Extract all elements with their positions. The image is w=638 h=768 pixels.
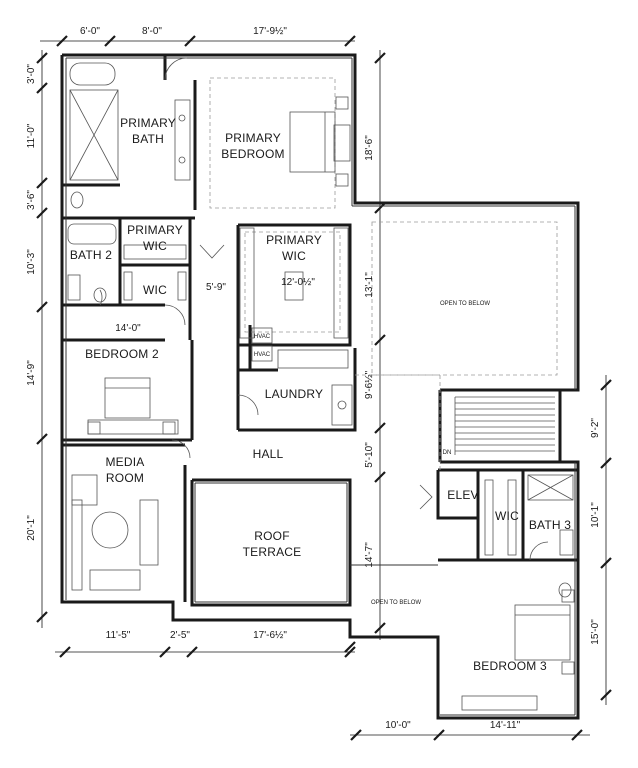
- label-media-room-1: MEDIA: [105, 455, 144, 469]
- note-open-to-below-1: OPEN TO BELOW: [440, 301, 490, 307]
- interior-walls: [62, 55, 578, 607]
- label-primary-wic-large-1: PRIMARY: [266, 233, 322, 247]
- room-labels: PRIMARY BATH PRIMARY BEDROOM PRIMARY WIC…: [70, 116, 571, 673]
- label-primary-wic-small-2: WIC: [143, 239, 167, 253]
- label-hall: HALL: [253, 447, 284, 461]
- note-open-to-below-2: OPEN TO BELOW: [371, 600, 421, 606]
- dim-bottom-4: 10'-0": [385, 720, 411, 731]
- dim-left-6: 20'-1": [26, 515, 37, 541]
- dim-right-9-2: 9'-2": [590, 418, 601, 438]
- label-hvac-2: HVAC: [254, 352, 271, 358]
- label-primary-bedroom-1: PRIMARY: [225, 131, 281, 145]
- dim-top-1: 6'-0": [80, 26, 100, 37]
- label-elev: ELEV: [447, 488, 479, 502]
- dim-mid-13-1: 13'-1": [364, 272, 375, 298]
- dim-right-10-1: 10'-1": [590, 502, 601, 528]
- dim-inner-5-9: 5'-9": [206, 282, 226, 293]
- label-primary-wic-large-2: WIC: [282, 249, 306, 263]
- exterior-walls: [60, 53, 580, 720]
- label-roof-terrace-2: TERRACE: [243, 545, 302, 559]
- note-stair-dn: DN: [443, 450, 452, 456]
- label-bedroom2: BEDROOM 2: [85, 347, 159, 361]
- dim-left-4: 10'-3": [26, 249, 37, 275]
- dim-top-2: 8'-0": [142, 26, 162, 37]
- label-media-room-2: ROOM: [106, 471, 144, 485]
- dim-mid-14-7: 14'-7": [364, 542, 375, 568]
- dim-bottom-5: 14'-11": [490, 720, 521, 731]
- dim-mid-18-6: 18'-6": [364, 135, 375, 161]
- label-primary-bedroom-2: BEDROOM: [221, 147, 284, 161]
- dim-bottom-2: 2'-5": [170, 630, 190, 641]
- dim-inner-12-0: 12'-0½": [281, 277, 315, 288]
- label-hvac-1: HVAC: [254, 334, 271, 340]
- label-primary-bath-2: BATH: [132, 132, 164, 146]
- dim-left-2: 11'-0": [26, 123, 37, 148]
- label-laundry: LAUNDRY: [265, 387, 324, 401]
- dim-right-15-0: 15'-0": [590, 619, 601, 645]
- dim-mid-9-6: 9'-6½": [364, 370, 375, 399]
- dim-bottom-3: 17'-6½": [253, 630, 287, 641]
- dim-inner-14-0: 14'-0": [115, 323, 141, 334]
- label-wic2: WIC: [495, 509, 519, 523]
- dim-left-5: 14'-9": [26, 360, 37, 386]
- dimension-lines: [36, 35, 612, 741]
- fixtures: [67, 57, 575, 711]
- label-roof-terrace-1: ROOF: [254, 529, 289, 543]
- label-bedroom3: BEDROOM 3: [473, 659, 547, 673]
- label-bath2: BATH 2: [70, 248, 112, 262]
- dim-left-1: 3'-0": [26, 64, 37, 84]
- label-primary-bath-1: PRIMARY: [120, 116, 176, 130]
- dimension-labels: 6'-0" 8'-0" 17'-9½" 3'-0" 11'-0" 3'-6" 1…: [26, 26, 601, 731]
- detail-lines: [65, 57, 576, 716]
- label-wic: WIC: [143, 283, 167, 297]
- label-bath3: BATH 3: [529, 518, 571, 532]
- dim-bottom-1: 11'-5": [106, 630, 131, 641]
- dim-left-3: 3'-6": [26, 190, 37, 210]
- label-primary-wic-small-1: PRIMARY: [127, 223, 183, 237]
- dim-top-3: 17'-9½": [253, 26, 287, 37]
- dim-mid-5-10: 5'-10": [364, 442, 375, 468]
